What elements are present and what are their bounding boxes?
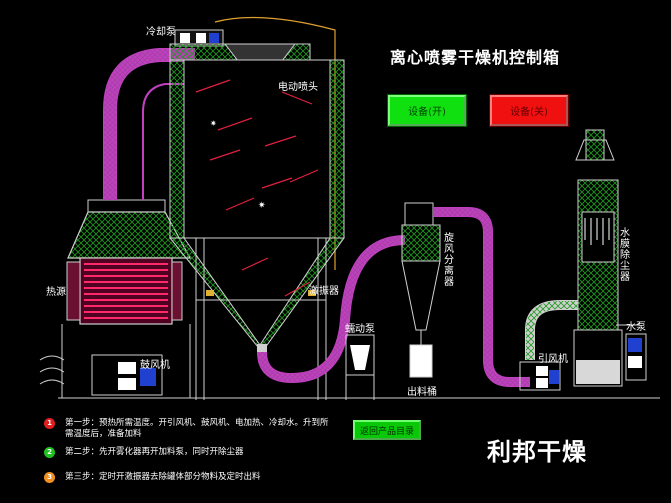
label-water-scrubber: 水膜除尘器	[620, 228, 630, 283]
water-pump-unit	[625, 333, 647, 381]
step-2-badge: 2	[44, 447, 55, 458]
svg-text:✷: ✷	[210, 119, 217, 128]
label-blower: 鼓风机	[140, 360, 170, 371]
label-cyclone: 旋风分离器	[444, 233, 454, 288]
brand-name: 利邦干燥	[487, 438, 587, 466]
label-feed-pump: 蠕动泵	[345, 324, 375, 335]
hot-air-duct	[103, 48, 200, 200]
label-outlet: 出料桶	[407, 387, 437, 398]
label-cooling-pump: 冷却泵	[146, 27, 176, 38]
drying-chamber: ✷ ✷	[168, 59, 345, 354]
svg-text:✷: ✷	[258, 201, 266, 211]
stop-button[interactable]: 设备(关)	[490, 95, 568, 126]
page-title: 离心喷雾干燥机控制箱	[390, 48, 561, 67]
feed-pump-unit	[345, 334, 375, 400]
label-water-pump: 水泵	[626, 322, 646, 333]
heater-block	[66, 257, 183, 325]
label-atomizer: 电动喷头	[278, 82, 318, 93]
step-3-text: 第三步：定时开激振器去除罐体部分物料及定时出料	[65, 472, 261, 482]
step-1-badge: 1	[44, 418, 55, 429]
label-induced-fan: 引风机	[538, 354, 568, 365]
step-2: 2 第二步：先开雾化器再开加料泵，同时开除尘器	[44, 447, 335, 458]
step-1-text: 第一步：预热所需温度。开引风机、鼓风机、电加热、冷却水。升到所需温度后，准备加料	[65, 418, 329, 439]
exhaust-duct	[257, 235, 406, 384]
label-vibrator: 激振器	[309, 286, 339, 297]
label-heat-source: 热源	[46, 287, 66, 298]
blower-unit	[39, 354, 163, 396]
start-button[interactable]: 设备(开)	[388, 95, 466, 126]
cyclone	[401, 202, 441, 378]
step-3: 3 第三步：定时开激振器去除罐体部分物料及定时出料	[44, 472, 335, 483]
back-to-catalog-button[interactable]: 返回产品目录	[353, 420, 421, 440]
step-1: 1 第一步：预热所需温度。开引风机、鼓风机、电加热、冷却水。升到所需温度后，准备…	[44, 418, 335, 440]
fan-duct	[433, 207, 530, 387]
step-2-text: 第二步：先开雾化器再开加料泵，同时开除尘器	[65, 447, 244, 457]
step-3-badge: 3	[44, 472, 55, 483]
induced-fan-unit	[519, 300, 578, 391]
scrubber-tower	[573, 129, 640, 387]
